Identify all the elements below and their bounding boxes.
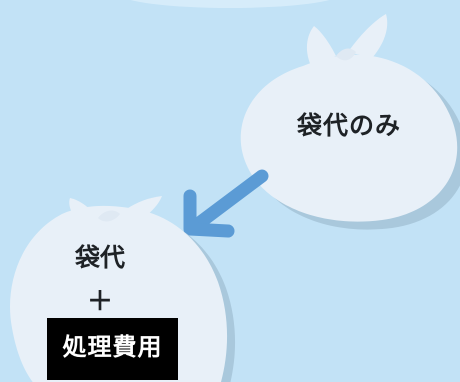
arrow-down-left-icon bbox=[183, 169, 269, 238]
bag-only-label: 袋代のみ bbox=[296, 111, 401, 140]
garbage-bag-icon bbox=[240, 14, 460, 230]
plus-sign: ＋ bbox=[86, 287, 113, 317]
bag-fee-label: 袋代 bbox=[74, 243, 125, 272]
top-glow bbox=[130, 0, 330, 8]
disposal-fee-label: 処理費用 bbox=[47, 318, 178, 380]
